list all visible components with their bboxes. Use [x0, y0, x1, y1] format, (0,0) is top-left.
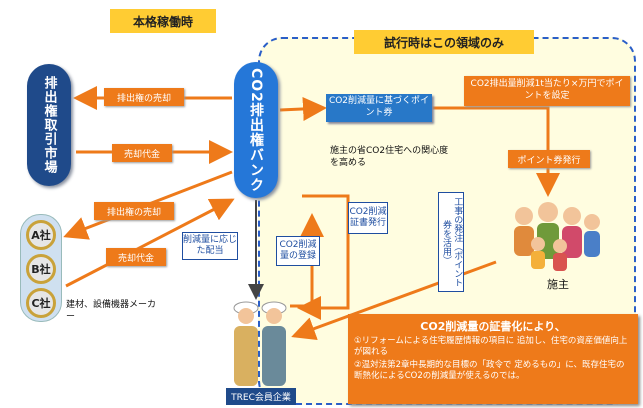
- point-setting-label: CO2排出量削減1t当たり×万円でポイントを設定: [464, 76, 630, 106]
- order-label: 工事の発注（ポイント券を活用）: [438, 192, 464, 292]
- owner-interest-note: 施主の省CO2住宅への関心度を高める: [330, 146, 449, 168]
- emission-trading-market: 排出権取引市場: [27, 64, 71, 186]
- sell-rights-market-label: 排出権の売却: [104, 88, 184, 106]
- company-c: C社: [26, 288, 56, 318]
- co2-emission-bank: CO2排出権バンク: [234, 62, 278, 198]
- certificate-label: CO2削減証書発行: [348, 202, 388, 234]
- certification-point-2: ②温対法第2章中長期的な目標の「政令で 定めるもの」に、既存住宅の断熱化によるC…: [354, 359, 625, 382]
- register-label: CO2削減量の登録: [276, 236, 320, 266]
- owner-label: 施主: [547, 278, 569, 291]
- arrow-certificate: [297, 194, 350, 320]
- certification-title: CO2削減量の証書化により、: [420, 320, 566, 333]
- trec-member-label: TREC会員企業: [226, 388, 296, 405]
- pilot-area-label: 試行時はこの領域のみ: [354, 30, 534, 54]
- arrow-proceeds-to-bank-2: [65, 198, 235, 288]
- dividend-label: 削減量に応じた配当: [182, 232, 238, 260]
- sale-proceeds-market-label: 売却代金: [112, 144, 172, 162]
- full-operation-label: 本格稼働時: [110, 9, 216, 33]
- sale-proceeds-company-label: 売却代金: [106, 248, 166, 266]
- certification-point-1: ①リフォームによる住宅履歴情報の項目に 追加し、住宅の資産価値向上が図れる: [354, 336, 628, 358]
- point-issue-label: ポイント券発行: [508, 150, 590, 168]
- family-icon: [514, 202, 600, 271]
- sell-rights-company-label: 排出権の売却: [94, 202, 174, 220]
- point-ticket: CO2削減量に基づくポイント券: [326, 94, 432, 122]
- arrow-bank-to-ticket: [279, 96, 327, 121]
- manufacturer-caption: 建材、設備機器メーカー: [66, 300, 157, 322]
- company-a: A社: [26, 220, 56, 250]
- company-b: B社: [26, 254, 56, 284]
- certification-box: CO2削減量の証書化により、 ①リフォームによる住宅履歴情報の項目に 追加し、住…: [348, 314, 638, 404]
- workers-icon: [233, 301, 287, 386]
